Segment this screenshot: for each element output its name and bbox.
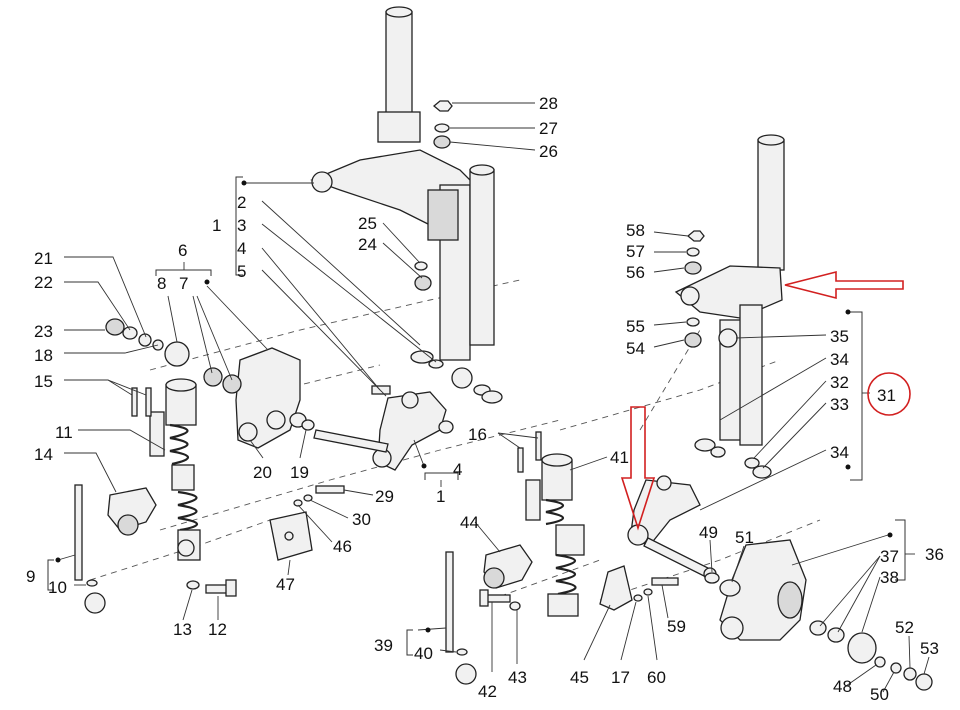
wheel-hub-36 — [704, 539, 933, 691]
callout-48: 48 — [833, 677, 852, 696]
callout-51: 51 — [735, 528, 754, 547]
callout-5: 5 — [237, 262, 246, 281]
callout-40: 40 — [414, 644, 433, 663]
callout-10: 10 — [48, 578, 67, 597]
callout-39: 39 — [374, 636, 393, 655]
callout-labels: 1234567891011121314151617181920212223242… — [26, 94, 944, 704]
callout-4: 4 — [237, 239, 246, 258]
callout-46: 46 — [333, 537, 352, 556]
callout-18: 18 — [34, 346, 53, 365]
callout-56: 56 — [626, 263, 645, 282]
callout-15: 15 — [34, 372, 53, 391]
bullet-dots — [55, 180, 893, 633]
right-shock-absorber — [517, 431, 585, 617]
callout-34: 34 — [830, 350, 849, 369]
callout-8: 8 — [157, 274, 166, 293]
callout-31: 31 — [877, 386, 896, 405]
callout-52: 52 — [895, 618, 914, 637]
right-brake-caliper — [483, 544, 533, 589]
callout-7: 7 — [179, 274, 188, 293]
callout-22: 22 — [34, 273, 53, 292]
left-shock-absorber — [149, 378, 201, 561]
plate-47 — [269, 485, 345, 561]
callout-16: 16 — [468, 425, 487, 444]
bolt-12-washer-13 — [186, 579, 237, 597]
callout-24: 24 — [358, 235, 377, 254]
callout-45: 45 — [570, 668, 589, 687]
callout-59: 59 — [667, 617, 686, 636]
callout-12: 12 — [208, 620, 227, 639]
callout-28: 28 — [539, 94, 558, 113]
callout-31-highlight-circle — [867, 372, 911, 416]
right-steering-tube-assembly — [674, 134, 785, 479]
left-seal-stack — [105, 318, 190, 367]
callout-44: 44 — [460, 513, 479, 532]
leader-lines — [47, 102, 930, 693]
callout-2: 2 — [237, 193, 246, 212]
left-swing-arm — [313, 385, 454, 471]
left-axle-rod — [74, 484, 106, 614]
callout-6: 6 — [178, 241, 187, 260]
callout-47: 47 — [276, 575, 295, 594]
left-top-nut-stack — [414, 100, 453, 291]
callout-25: 25 — [358, 214, 377, 233]
callout-9: 9 — [26, 567, 35, 586]
callout-38: 38 — [880, 568, 899, 587]
callout-26: 26 — [539, 142, 558, 161]
callout-17: 17 — [611, 668, 630, 687]
left-brake-caliper — [107, 487, 157, 536]
callout-58: 58 — [626, 221, 645, 240]
callout-23: 23 — [34, 322, 53, 341]
callout-60: 60 — [647, 668, 666, 687]
callout-19: 19 — [290, 463, 309, 482]
callout-55: 55 — [626, 317, 645, 336]
callout-32: 32 — [830, 373, 849, 392]
arrow-right-pointing-to-fork — [784, 270, 904, 300]
arrow-down-pointing-to-swingarm — [620, 406, 656, 531]
callout-42: 42 — [478, 682, 497, 701]
callout-4-swingarm: 4 — [453, 460, 462, 479]
callout-49: 49 — [699, 523, 718, 542]
plate-45 — [599, 565, 679, 611]
callout-1: 1 — [212, 216, 221, 235]
left-upper-bracket — [203, 347, 315, 449]
callout-35: 35 — [830, 327, 849, 346]
callout-29: 29 — [375, 487, 394, 506]
callout-57: 57 — [626, 242, 645, 261]
callout-54: 54 — [626, 339, 645, 358]
callout-21: 21 — [34, 249, 53, 268]
callout-27: 27 — [539, 119, 558, 138]
callout-13: 13 — [173, 620, 192, 639]
right-axle-rod — [445, 551, 477, 685]
right-top-nut-stack — [684, 230, 705, 348]
callout-11: 11 — [55, 423, 73, 442]
callout-34: 34 — [830, 443, 849, 462]
callout-33: 33 — [830, 395, 849, 414]
callout-36: 36 — [925, 545, 944, 564]
callout-41: 41 — [610, 448, 629, 467]
callout-3: 3 — [237, 216, 246, 235]
callout-37: 37 — [880, 547, 899, 566]
callout-1-swingarm: 1 — [436, 487, 445, 506]
callout-14: 14 — [34, 445, 53, 464]
callout-20: 20 — [253, 463, 272, 482]
bolts-15 — [131, 387, 152, 417]
callout-50: 50 — [870, 685, 889, 704]
red-highlight-annotations — [620, 270, 911, 531]
left-steering-tube-assembly — [310, 6, 503, 404]
bolt-42-washer-43 — [479, 589, 521, 611]
callout-53: 53 — [920, 639, 939, 658]
callout-30: 30 — [352, 510, 371, 529]
callout-43: 43 — [508, 668, 527, 687]
